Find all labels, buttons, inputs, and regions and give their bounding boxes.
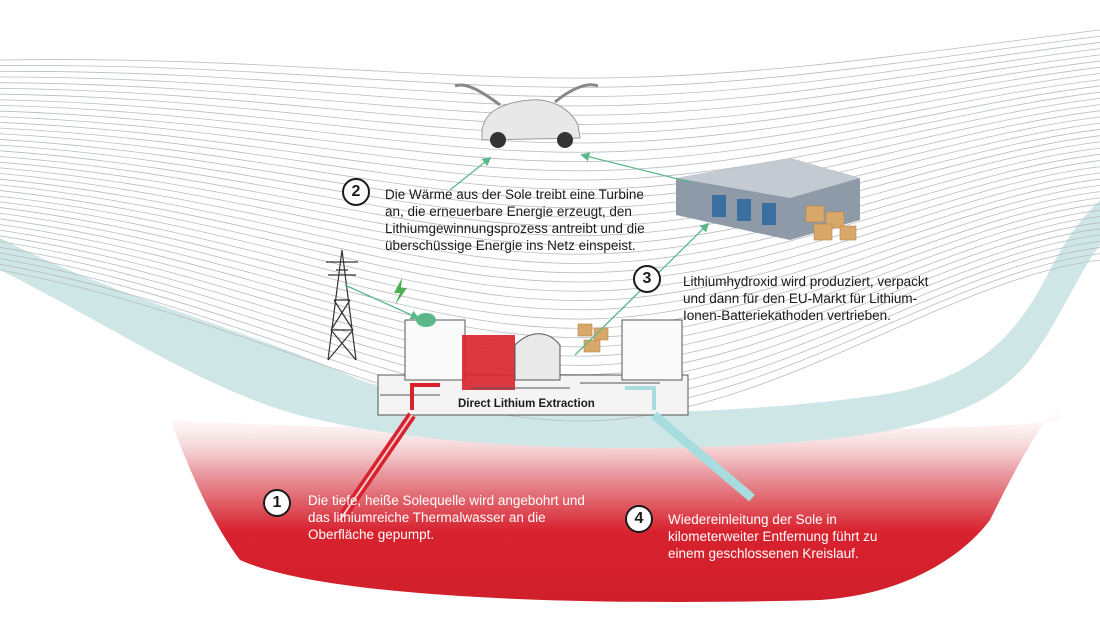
car-icon <box>454 83 599 148</box>
contour-line <box>0 191 1100 320</box>
contour-line <box>0 178 1100 301</box>
contour-line <box>0 97 1100 181</box>
contour-line <box>0 160 1100 274</box>
contour-line <box>0 228 1100 376</box>
boxes-icon <box>805 205 857 241</box>
power-pylon-icon <box>326 249 358 361</box>
contour-line <box>0 216 1100 357</box>
contour-line <box>0 185 1100 311</box>
contour-line <box>0 29 1100 79</box>
step-text-2: Die Wärme aus der Sole treibt eine Turbi… <box>385 187 645 253</box>
step-text-1: Die tiefe, heiße Solequelle wird angeboh… <box>308 493 585 542</box>
lightning-icon <box>394 278 407 305</box>
contour-line <box>0 79 1100 153</box>
step-text-4: Wiedereinleitung der Sole in kilometerwe… <box>668 512 878 561</box>
contour-line <box>0 91 1100 172</box>
step-badge-2: 2 <box>342 178 370 206</box>
contour-line <box>0 141 1100 246</box>
contour-line <box>0 153 1100 264</box>
contour-line <box>0 42 1100 98</box>
step-badge-4: 4 <box>625 505 653 533</box>
contour-line <box>0 147 1100 255</box>
plant-label: Direct Lithium Extraction <box>458 398 595 410</box>
step-text-3: Lithiumhydroxid wird produziert, verpack… <box>683 274 929 323</box>
contour-line <box>0 222 1100 366</box>
contour-line <box>0 73 1100 144</box>
contour-line <box>0 135 1100 237</box>
contour-line <box>0 116 1100 209</box>
contour-line <box>0 166 1100 283</box>
contour-lines <box>0 29 1100 422</box>
contour-line <box>0 54 1100 116</box>
contour-line <box>0 85 1100 162</box>
contour-line <box>0 104 1100 190</box>
contour-line <box>0 172 1100 292</box>
step-badge-3: 3 <box>633 265 661 293</box>
contour-line <box>0 259 1100 422</box>
contour-line <box>0 129 1100 227</box>
contour-line <box>0 122 1100 218</box>
contour-line <box>0 60 1100 125</box>
contour-line <box>0 35 1100 88</box>
contour-line <box>0 48 1100 107</box>
step-badge-1: 1 <box>263 489 291 517</box>
contour-line <box>0 110 1100 200</box>
contour-line <box>0 66 1100 135</box>
plant-icon <box>377 313 689 416</box>
surface-band <box>0 200 1100 449</box>
reinjection-well <box>651 411 755 502</box>
